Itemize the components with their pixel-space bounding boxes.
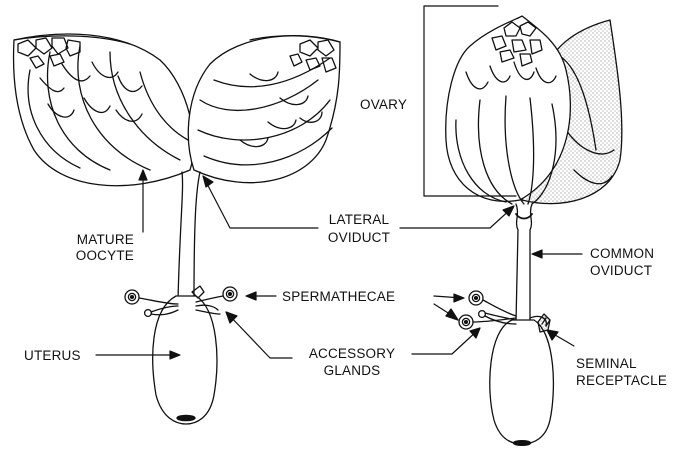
right-uterus xyxy=(490,320,554,445)
label-mature-oocyte-line1: MATURE xyxy=(70,232,134,247)
label-lateral-oviduct-line1: LATERAL xyxy=(318,212,400,227)
left-uterus xyxy=(153,296,217,424)
label-accessory-glands-line2: GLANDS xyxy=(294,363,410,378)
label-uterus: UTERUS xyxy=(24,348,81,363)
label-lateral-oviduct-line2: OVIDUCT xyxy=(318,230,400,245)
label-seminal-receptacle-line2: RECEPTACLE xyxy=(576,373,667,388)
left-ovary-right-lobe xyxy=(188,36,340,183)
label-spermathecae: SPERMATHECAE xyxy=(282,289,395,304)
label-accessory-glands-line1: ACCESSORY xyxy=(294,346,410,361)
label-ovary: OVARY xyxy=(360,97,407,112)
label-mature-oocyte-line2: OOCYTE xyxy=(70,248,134,263)
label-common-oviduct-line1: COMMON xyxy=(590,246,654,261)
left-ovary-left-lobe xyxy=(14,34,194,186)
left-oviduct xyxy=(178,172,200,300)
label-common-oviduct-line2: OVIDUCT xyxy=(590,263,652,278)
label-seminal-receptacle-line1: SEMINAL xyxy=(576,356,637,371)
right-common-oviduct xyxy=(516,204,532,322)
